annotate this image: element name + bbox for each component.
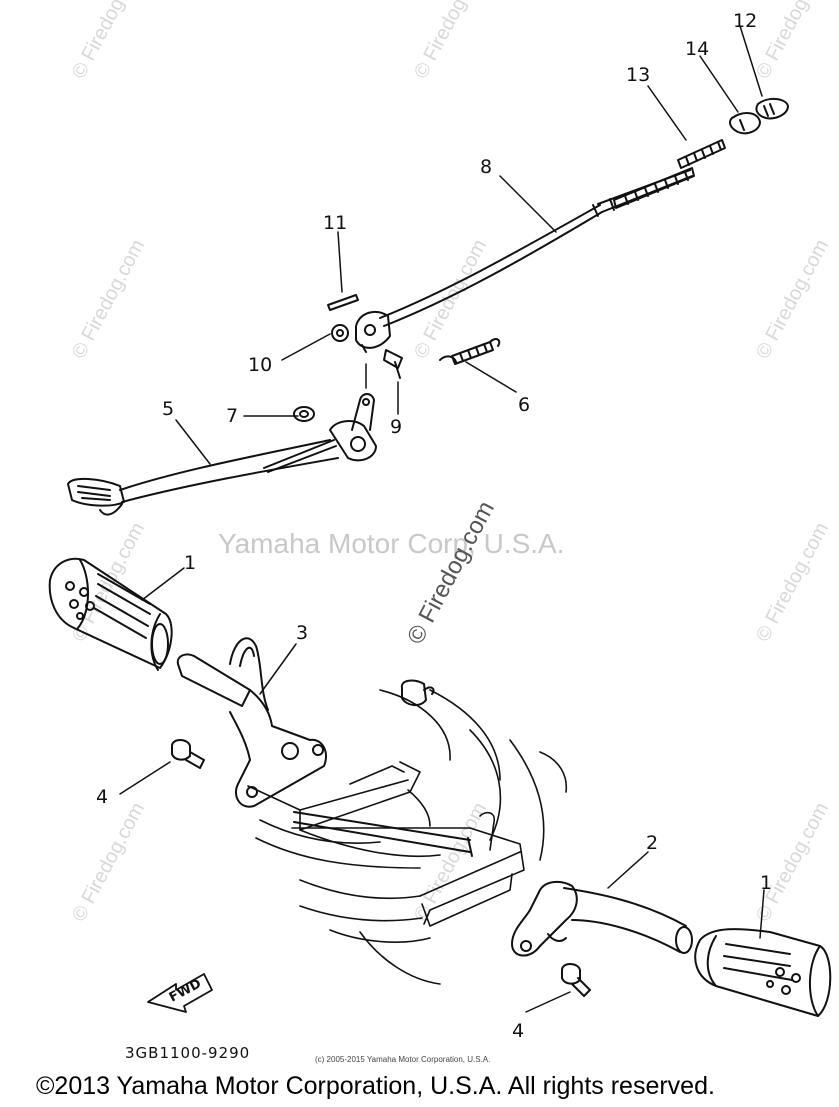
callout-7: 7 (226, 405, 239, 427)
clevis (355, 310, 391, 353)
callout-12: 12 (733, 10, 758, 32)
washer-7 (293, 406, 315, 422)
pin-11 (327, 294, 359, 311)
center-watermark: Yamaha Motor Corp, U.S.A. (218, 528, 565, 559)
brake-cable (379, 169, 693, 327)
brake-pedal (67, 393, 377, 516)
callout-13: 13 (626, 64, 651, 86)
switch-wire (400, 679, 435, 706)
cable-thread-rod (613, 167, 695, 209)
callout-3: 3 (296, 622, 309, 644)
bolt-4-lower (561, 963, 591, 997)
copyright-notice: ©2013 Yamaha Motor Corporation, U.S.A. A… (36, 1072, 715, 1100)
footrest-bracket-right (511, 880, 693, 957)
adjuster-12 (755, 98, 789, 120)
callout-2: 2 (646, 832, 659, 854)
callout-1-left: 1 (184, 552, 197, 574)
fwd-arrow-icon (147, 973, 213, 1013)
callout-8: 8 (480, 156, 493, 178)
leader-lines (119, 25, 765, 1013)
callout-5: 5 (162, 398, 175, 420)
spring-13 (677, 139, 726, 169)
spring-6 (439, 338, 501, 365)
callout-9: 9 (390, 416, 403, 438)
nut-14 (729, 112, 761, 135)
callout-14: 14 (685, 38, 710, 60)
footrest-left (48, 557, 173, 671)
footrest-right (694, 928, 832, 1017)
footrest-bracket-left (176, 637, 328, 808)
fwd-label: FWD (167, 976, 204, 1005)
small-copyright: (c) 2005-2015 Yamaha Motor Corporation, … (315, 1055, 491, 1064)
callout-4-upper: 4 (96, 786, 109, 808)
frame-tube (293, 811, 473, 857)
drawing-code: 3GB1100-9290 (125, 1044, 251, 1062)
pin-9 (383, 349, 403, 379)
callout-10: 10 (248, 354, 273, 376)
bolt-4-upper (171, 739, 205, 769)
washer-10 (331, 324, 349, 342)
callout-1-right: 1 (760, 872, 773, 894)
frame (247, 689, 568, 985)
callout-4-lower: 4 (512, 1020, 525, 1042)
callout-6: 6 (518, 394, 531, 416)
callout-11: 11 (323, 212, 348, 234)
